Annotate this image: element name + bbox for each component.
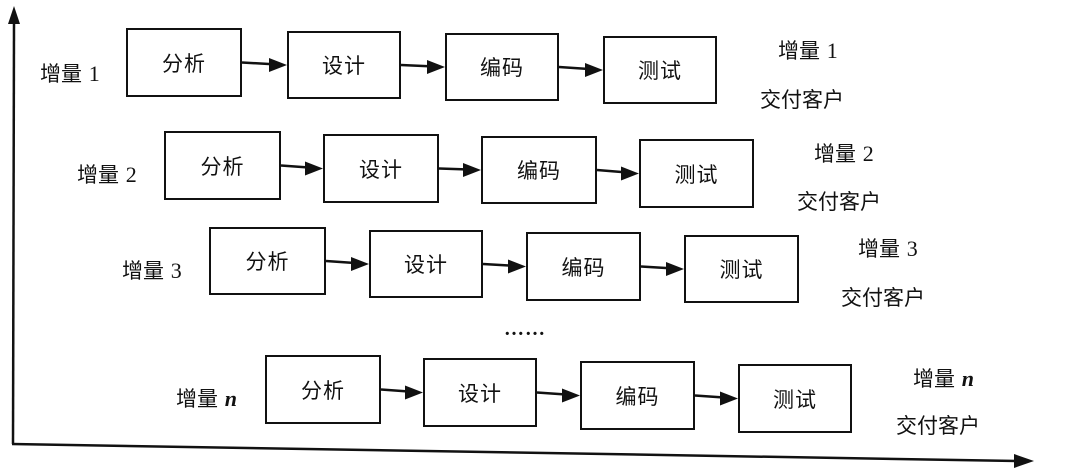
- flow-arrow-line: [438, 167, 466, 171]
- increment-label: 增量 1: [40, 58, 100, 88]
- stage-design: 设计: [287, 31, 401, 99]
- delivery-title: 增量 1: [778, 35, 838, 65]
- stage-coding: 编码: [445, 33, 559, 101]
- stage-label: 设计: [359, 157, 403, 182]
- delivery-title: 增量 3: [858, 233, 918, 263]
- flow-arrowhead-icon: [427, 60, 445, 74]
- flow-arrowhead-icon: [463, 163, 481, 177]
- x-axis: [11, 442, 1019, 463]
- flow-arrow-line: [536, 391, 565, 396]
- delivery-title: 增量 n: [913, 363, 974, 393]
- increment-label-number: 3: [170, 258, 182, 283]
- stage-label: 分析: [245, 250, 290, 274]
- delivery-title: 增量 2: [814, 138, 874, 168]
- flow-arrow-line: [280, 164, 308, 169]
- increment-label: 增量 n: [176, 383, 237, 413]
- stage-analysis: 分析: [164, 131, 281, 200]
- x-axis-arrowhead-icon: [1014, 454, 1034, 468]
- stage-coding: 编码: [481, 136, 597, 204]
- increment-label-prefix: 增量: [40, 62, 82, 86]
- stage-label: 编码: [615, 384, 660, 409]
- stage-analysis: 分析: [209, 227, 326, 295]
- increment-label-prefix: 增量: [122, 259, 164, 283]
- increment-label: 增量 3: [122, 255, 182, 285]
- flow-arrow-line: [380, 388, 408, 393]
- increment-label-prefix: 增量: [77, 163, 119, 187]
- delivery-text: 交付客户: [797, 190, 881, 214]
- flow-arrowhead-icon: [405, 385, 423, 400]
- increment-label-prefix: 增量: [176, 387, 218, 411]
- stage-testing: 测试: [639, 139, 754, 208]
- stage-label: 分析: [162, 51, 206, 76]
- delivery-title-number: 2: [862, 141, 874, 166]
- stage-design: 设计: [423, 358, 537, 427]
- delivery-text: 交付客户: [896, 414, 980, 438]
- stage-testing: 测试: [738, 364, 852, 433]
- stage-label: 测试: [674, 162, 719, 187]
- flow-arrow-line: [325, 259, 354, 265]
- stage-label: 设计: [404, 253, 448, 277]
- stage-label: 设计: [458, 381, 502, 406]
- flow-arrowhead-icon: [269, 58, 287, 72]
- delivery-title-prefix: 增量: [858, 237, 900, 261]
- flow-arrowhead-icon: [508, 259, 526, 274]
- stage-analysis: 分析: [265, 355, 381, 424]
- flow-arrowhead-icon: [305, 161, 323, 176]
- increment-label-number: 1: [88, 61, 100, 86]
- stage-label: 编码: [480, 56, 524, 80]
- delivery-title-prefix: 增量: [778, 39, 820, 63]
- stage-analysis: 分析: [126, 28, 242, 97]
- y-axis-arrowhead-icon: [8, 6, 20, 24]
- stage-label: 编码: [561, 255, 606, 280]
- flow-arrowhead-icon: [621, 166, 639, 181]
- flow-arrowhead-icon: [351, 257, 369, 271]
- flow-arrowhead-icon: [666, 262, 684, 276]
- flow-arrow-line: [400, 63, 430, 68]
- increment-label-number: n: [224, 386, 237, 411]
- delivery-title-prefix: 增量: [814, 142, 856, 166]
- stage-label: 分析: [301, 378, 345, 403]
- y-axis: [11, 21, 16, 445]
- increment-label-number: 2: [125, 162, 137, 187]
- flow-arrow-line: [482, 262, 511, 267]
- stage-label: 设计: [322, 54, 366, 78]
- delivery-title-number: n: [961, 366, 974, 391]
- stage-label: 测试: [638, 59, 682, 83]
- flow-arrow-line: [596, 168, 624, 174]
- stage-coding: 编码: [580, 361, 695, 430]
- flow-arrow-line: [694, 394, 723, 399]
- flow-arrowhead-icon: [562, 388, 580, 403]
- flow-arrowhead-icon: [585, 63, 603, 77]
- stage-testing: 测试: [603, 36, 717, 104]
- stage-label: 编码: [517, 159, 561, 183]
- delivery-text: 交付客户: [841, 286, 925, 310]
- stage-testing: 测试: [684, 235, 799, 303]
- stage-label: 测试: [719, 258, 764, 282]
- delivery-text: 交付客户: [760, 88, 844, 112]
- ellipsis: ……: [504, 318, 546, 340]
- flow-arrow-line: [241, 61, 272, 66]
- increment-label: 增量 2: [77, 159, 137, 189]
- stage-coding: 编码: [526, 232, 641, 301]
- flow-arrowhead-icon: [720, 391, 738, 406]
- stage-label: 测试: [773, 387, 817, 412]
- flow-arrow-line: [558, 65, 588, 71]
- delivery-title-prefix: 增量: [913, 367, 955, 391]
- stage-design: 设计: [369, 230, 483, 298]
- flow-arrow-line: [640, 265, 669, 270]
- stage-label: 分析: [200, 154, 245, 179]
- delivery-title-number: 1: [826, 38, 838, 63]
- delivery-title-number: 3: [906, 236, 918, 261]
- stage-design: 设计: [323, 134, 439, 203]
